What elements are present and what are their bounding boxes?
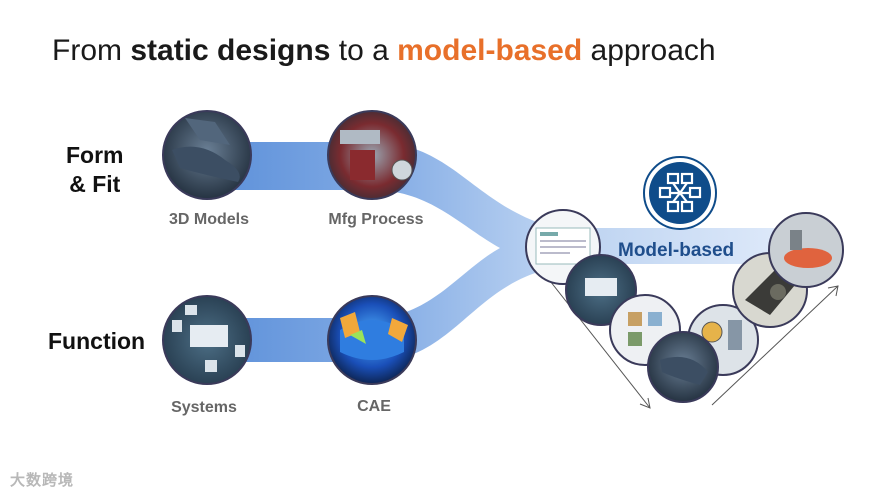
image-cae <box>327 295 417 385</box>
image-systems <box>162 295 252 385</box>
row-label-fit: & Fit <box>69 171 121 197</box>
watermark: 大数跨境 <box>10 471 75 489</box>
caption-3d-models: 3D Models <box>168 211 249 228</box>
row-label-form: Form <box>66 142 124 168</box>
image-mb-model-3 <box>768 212 844 288</box>
image-mfg-process <box>327 110 417 200</box>
network-icon <box>643 156 717 230</box>
band-merge <box>372 142 545 362</box>
caption-mfg-process: Mfg Process <box>328 211 424 228</box>
image-3d-models <box>162 110 252 200</box>
title-model-based: model-based <box>397 34 583 67</box>
row-label-function-text: Function <box>48 328 146 354</box>
model-based-label: Model-based <box>618 240 735 261</box>
title-static-designs: static designs <box>130 34 331 67</box>
row-label-form-fit: Form & Fit <box>66 141 124 199</box>
title-middle: to a <box>330 34 398 67</box>
title-suffix: approach <box>582 34 716 67</box>
slide-title: From static designs to a model-based app… <box>52 34 716 68</box>
title-prefix: From <box>52 34 131 67</box>
caption-systems: Systems <box>171 399 237 416</box>
row-label-function: Function <box>48 327 145 356</box>
image-mb-model-1 <box>647 331 719 403</box>
caption-cae: CAE <box>357 398 391 415</box>
